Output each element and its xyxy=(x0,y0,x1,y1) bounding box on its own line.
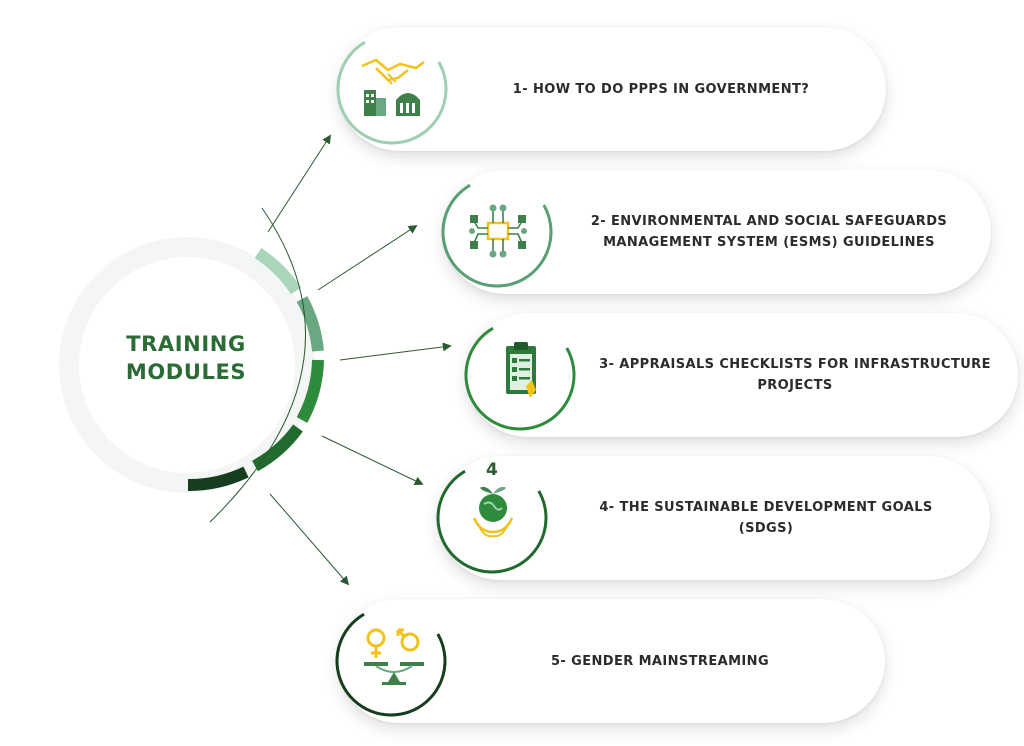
module-5-label: 5- GENDER MAINSTREAMING xyxy=(550,653,770,669)
module-1-label: 1- HOW TO DO PPPS IN GOVERNMENT? xyxy=(512,81,810,97)
clipboard-checklist-icon xyxy=(506,342,536,398)
module-3-label-line2: PROJECTS xyxy=(757,378,833,393)
hub-title: TRAINING MODULES xyxy=(96,330,276,386)
arrow-1 xyxy=(267,134,331,233)
hub-inner-circle xyxy=(79,257,295,473)
hub-arc-segment-2 xyxy=(296,296,324,352)
arrow-3 xyxy=(339,342,452,361)
hub-title-line2: MODULES xyxy=(125,360,247,384)
hub-arc-segment-4 xyxy=(251,424,303,472)
globe-sdg-icon xyxy=(472,486,514,538)
arrow-5 xyxy=(269,493,350,586)
module-2-label-line1: 2- ENVIRONMENTAL AND SOCIAL SAFEGUARDS xyxy=(590,214,948,229)
hub-arc-segment-1 xyxy=(254,247,302,295)
gender-balance-icon xyxy=(364,628,424,685)
module-3-label-line1: 3- APPRAISALS CHECKLISTS FOR INFRASTRUCT… xyxy=(599,357,991,372)
hub-arc-segment-5 xyxy=(187,466,249,492)
sdg-number: 4 xyxy=(486,460,498,480)
handshake-buildings-icon xyxy=(361,58,425,116)
module-2-label-line2: MANAGEMENT SYSTEM (ESMS) GUIDELINES xyxy=(603,235,935,250)
hub-title-line1: TRAINING xyxy=(126,332,246,356)
module-4-label-line2: (SDGS) xyxy=(738,521,794,536)
arrow-2 xyxy=(317,225,418,291)
module-4-label-line1: 4- THE SUSTAINABLE DEVELOPMENT GOALS xyxy=(599,500,933,515)
hub-arc-segment-3 xyxy=(296,359,324,423)
arrow-4 xyxy=(321,435,424,485)
network-chip-icon xyxy=(469,204,527,258)
connector-arc xyxy=(209,207,307,523)
module-4-card[interactable]: 4- THE SUSTAINABLE DEVELOPMENT GOALS (SD… xyxy=(438,456,990,580)
module-3-card[interactable]: 3- APPRAISALS CHECKLISTS FOR INFRASTRUCT… xyxy=(466,313,1018,437)
